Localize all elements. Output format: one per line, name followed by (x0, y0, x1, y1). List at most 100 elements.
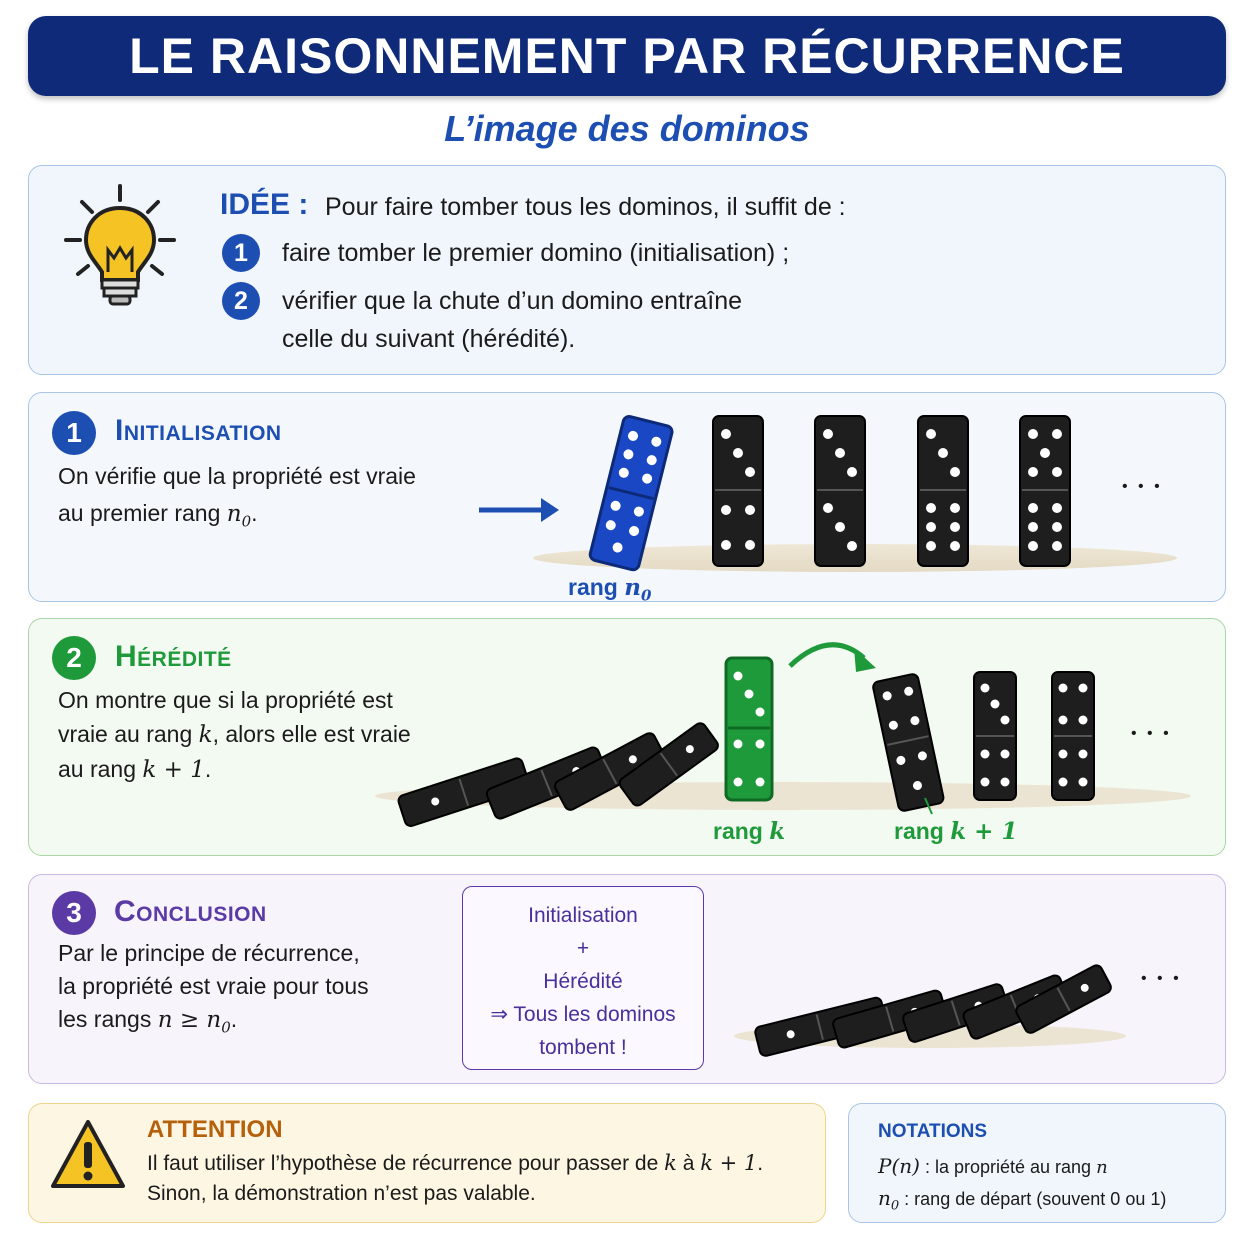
conclusion-title: Conclusion (114, 895, 267, 928)
notation-pn-text: : la propriété au rang (919, 1157, 1097, 1177)
idea-intro: Pour faire tomber tous les dominos, il s… (325, 193, 846, 221)
period: . (204, 756, 212, 782)
idea-item-2-text: vérifier que la chute d’un domino entraî… (282, 287, 743, 315)
rank-label-text: rang (894, 818, 951, 844)
notation-n0-text: : rang de départ (souvent 0 ou 1) (899, 1189, 1167, 1209)
heredite-line-1: On montre que si la propriété est (58, 687, 393, 713)
initialisation-number: 1 (52, 411, 96, 455)
fallen-domino (618, 722, 719, 807)
warning-icon (51, 1120, 125, 1188)
summary-line: + (576, 937, 590, 960)
black-domino (814, 415, 866, 567)
conclusion-line-1: Par le principe de récurrence, (58, 940, 360, 966)
math-k-plus-1: k + 1 (142, 757, 205, 783)
page-title: LE RAISONNEMENT PAR RÉCURRENCE (129, 28, 1125, 84)
ellipsis: • • • (1122, 478, 1163, 495)
black-domino (1051, 671, 1095, 801)
period: . (757, 1152, 764, 1175)
math-n: n (624, 574, 641, 601)
period: . (230, 1006, 238, 1032)
page-subtitle: L’image des dominos (444, 108, 810, 149)
attention-title: ATTENTION (147, 1116, 283, 1143)
heredite-number: 2 (52, 636, 96, 680)
math-n: n (878, 1186, 891, 1210)
math-sub-0: 0 (221, 1018, 231, 1037)
math-n-geq-n0: n ≥ n (157, 1007, 222, 1033)
math-k-plus-1: k + 1 (950, 818, 1018, 845)
heredite-line-3: au rang k + 1. (58, 752, 458, 787)
title-banner: LE RAISONNEMENT PAR RÉCURRENCE (28, 16, 1226, 96)
heredite-line-2: vraie au rang k, alors elle est vraie (58, 717, 458, 752)
rank-label-text: rang (713, 818, 770, 844)
idea-label: IDÉE : (220, 188, 309, 221)
initialisation-line-2-text: au premier rang (58, 499, 227, 526)
fallen-domino (554, 732, 666, 811)
notation-n0: n0 : rang de départ (souvent 0 ou 1) (878, 1183, 1166, 1222)
conclusion-line-2: la propriété est vraie pour tous (58, 973, 369, 999)
black-domino (917, 415, 969, 567)
ellipsis: • • • (1131, 725, 1172, 742)
heredite-line-2-text: vraie au rang (58, 721, 199, 747)
arrow-right-icon (479, 498, 559, 522)
black-domino (712, 415, 764, 567)
heredite-line-3-text: au rang (58, 756, 143, 782)
black-domino (973, 671, 1017, 801)
curved-arrow-icon (788, 642, 876, 672)
heredite-card (28, 618, 1226, 856)
heredite-illustration (375, 642, 1191, 827)
idea-item-1-number: 1 (222, 234, 260, 272)
math-k-plus-1: k + 1 (700, 1151, 758, 1175)
conclusion-text: Par le principe de récurrence, la propri… (58, 937, 448, 1045)
rank-k-plus-1-label: rang k + 1 (894, 818, 1017, 845)
notations-text: P(n) : la propriété au rang n n0 : rang … (878, 1151, 1166, 1222)
lightbulb-icon (64, 184, 176, 306)
pointer-line (924, 797, 933, 815)
summary-line: Initialisation (528, 904, 638, 927)
math-k: k (769, 818, 786, 845)
notations-card (848, 1103, 1226, 1223)
notations-title: NOTATIONS (878, 1121, 988, 1142)
conclusion-illustration (734, 964, 1126, 1057)
math-k: k (664, 1151, 677, 1175)
math-sub-0: 0 (640, 586, 652, 605)
initialisation-illustration (479, 415, 1177, 572)
rank-label-text: rang (568, 574, 625, 600)
rank-k-label: rang k (713, 818, 785, 845)
attention-card (28, 1103, 826, 1223)
rank-n0-label: rang n0 (568, 574, 651, 605)
conclusion-number: 3 (52, 891, 96, 935)
math-n: n (226, 500, 242, 527)
initialisation-line-2: au premier rang n0. (58, 495, 478, 534)
math-n: n (1096, 1157, 1108, 1178)
math-k: k (198, 722, 213, 748)
heredite-line-2-suffix: , alors elle est vraie (212, 721, 411, 747)
idea-card (28, 165, 1226, 375)
initialisation-title: Initialisation (115, 414, 282, 447)
fallen-domino (1015, 964, 1112, 1034)
attention-line-1: Il faut utiliser l’hypothèse de récurren… (147, 1148, 763, 1179)
attention-text: Il faut utiliser l’hypothèse de récurren… (147, 1148, 763, 1209)
attention-line-1-text: Il faut utiliser l’hypothèse de récurren… (147, 1152, 665, 1175)
summary-line: ⇒ Tous les dominos (490, 1003, 676, 1026)
attention-line-1-mid: à (676, 1152, 701, 1175)
period: . (251, 499, 258, 526)
idea-item-2-text-cont: celle du suivant (hérédité). (282, 325, 576, 353)
math-sub-0: 0 (241, 512, 252, 531)
ellipsis: • • • (1141, 970, 1182, 987)
fallen-domino (397, 757, 530, 827)
summary-line: tombent ! (539, 1036, 627, 1059)
heredite-title: Hérédité (115, 640, 232, 673)
heredite-text: On montre que si la propriété est vraie … (58, 683, 458, 787)
summary-box: Initialisation + Hérédité ⇒ Tous les dom… (462, 886, 704, 1070)
green-domino (724, 656, 774, 802)
summary-line: Hérédité (543, 970, 623, 993)
initialisation-line-1: On vérifie que la propriété est vraie (58, 463, 416, 489)
conclusion-line-3-text: les rangs (58, 1006, 158, 1032)
black-domino (1019, 415, 1071, 567)
initialisation-text: On vérifie que la propriété est vraie au… (58, 458, 478, 533)
idea-item-2-number: 2 (222, 282, 260, 320)
notation-pn: P(n) : la propriété au rang n (878, 1151, 1166, 1183)
math-sub-0: 0 (890, 1198, 900, 1214)
conclusion-line-3: les rangs n ≥ n0. (58, 1003, 448, 1045)
blue-domino (588, 415, 674, 572)
